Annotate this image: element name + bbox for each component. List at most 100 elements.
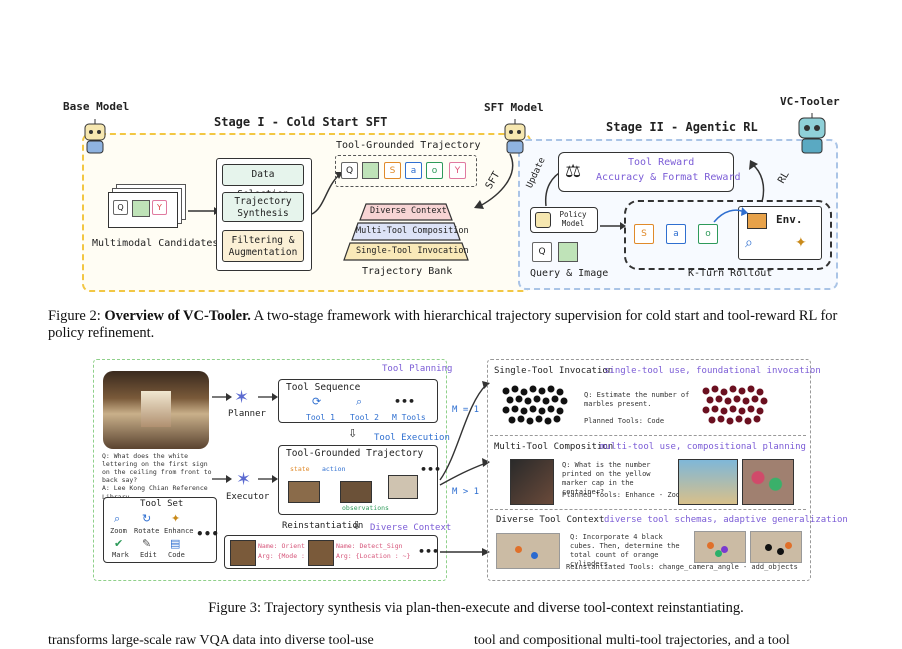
rollout-token-a: a xyxy=(666,224,686,244)
base-model-robot-icon xyxy=(80,118,110,156)
filtering-augmentation-box: Filtering & Augmentation xyxy=(222,230,304,262)
state-label: state xyxy=(290,465,310,473)
toolbox-icon xyxy=(747,213,767,229)
fig3-question: Q: What does the white lettering on the … xyxy=(102,452,212,484)
edit-icon: ✎ xyxy=(142,537,152,550)
base-model-label: Base Model xyxy=(63,100,130,113)
figure-3-caption: Figure 3: Trajectory synthesis via plan-… xyxy=(208,600,744,616)
fig3-trajectory-label: Tool-Grounded Trajectory xyxy=(286,448,424,459)
single-planned-tools: Planned Tools: Code xyxy=(584,417,665,425)
policy-robot-icon xyxy=(535,212,551,228)
multi-image-2 xyxy=(678,459,738,505)
traj-token-y: Y xyxy=(449,162,466,179)
executor-label: Executor xyxy=(226,492,270,502)
sequence-ellipsis: ••• xyxy=(394,395,416,408)
multi-question: Q: What is the number printed on the yel… xyxy=(562,461,651,496)
diverse-image-2 xyxy=(694,531,746,563)
multimodal-candidates-label: Multimodal Candidates xyxy=(92,238,219,249)
tool2-icon: ⌕ xyxy=(356,395,363,408)
divider-1 xyxy=(490,435,806,436)
tool-planning-label: Tool Planning xyxy=(382,364,453,374)
tool-grounded-trajectory-label: Tool-Grounded Trajectory xyxy=(336,140,481,151)
rollout-token-o: o xyxy=(698,224,718,244)
traj-image-icon xyxy=(362,162,379,179)
reinst-name-1: Name: Orient xyxy=(258,542,305,550)
multi-planned-tools: Planned Tools: Enhance - Zoom xyxy=(562,491,685,499)
toolset-enhance: Enhance xyxy=(164,527,194,535)
toolset-more: ••• xyxy=(196,527,220,541)
body-text-right: tool and compositional multi-tool trajec… xyxy=(474,633,790,648)
traj-token-s: S xyxy=(384,162,401,179)
action-image xyxy=(340,481,372,503)
trajectory-ellipsis: ••• xyxy=(420,463,442,476)
toolset-code: Code xyxy=(168,551,185,559)
diverse-image-3 xyxy=(750,531,802,563)
bank-level-single: Single-Tool Invocation xyxy=(356,246,469,256)
magnifier-icon: ⌕ xyxy=(745,235,753,251)
tool1-label: Tool 1 xyxy=(306,413,335,422)
reinst-ellipsis: ••• xyxy=(418,545,440,558)
vc-tooler-robot-icon xyxy=(794,112,830,156)
observations-label: observations xyxy=(342,504,389,512)
stage1-title: Stage I - Cold Start SFT xyxy=(214,115,388,129)
figure-3: Q: What does the white lettering on the … xyxy=(0,355,902,590)
down-arrow-2: ⇩ xyxy=(352,519,362,532)
rollout-token-s: S xyxy=(634,224,654,244)
sft-model-robot-icon xyxy=(500,118,530,156)
tool1-icon: ⟳ xyxy=(312,395,322,408)
traj-token-a: a xyxy=(405,162,422,179)
tool-execution-label: Tool Execution xyxy=(374,433,450,443)
reward-detail-label: Accuracy & Format Reward xyxy=(596,172,741,183)
single-title: Single-Tool Invocation xyxy=(494,366,614,376)
reinst-arg-1: Arg: {Mode : ~} xyxy=(258,552,317,560)
trajectory-synthesis-box: Trajectory Synthesis xyxy=(222,192,304,222)
bank-level-multi: Multi-Tool Composition xyxy=(356,226,469,236)
tool-set-label: Tool Set xyxy=(140,499,184,509)
vc-tooler-label: VC-Tooler xyxy=(780,95,840,108)
reinst-name-2: Name: Detect_Sign xyxy=(336,542,403,550)
body-text-left: transforms large-scale raw VQA data into… xyxy=(48,633,374,648)
state-image xyxy=(288,481,320,503)
figure-2: Base Model SFT Model VC-Tooler Stage I -… xyxy=(0,0,902,300)
planner-icon: ✶ xyxy=(234,387,250,408)
m-tools-label: M Tools xyxy=(392,413,426,422)
code-icon: ▤ xyxy=(170,537,181,550)
zoom-icon: ⌕ xyxy=(114,512,121,525)
single-tag: single-tool use, foundational invocation xyxy=(604,366,821,376)
enhance-icon: ✦ xyxy=(171,512,181,525)
env-box: ⌕ ✦ xyxy=(738,206,822,260)
diverse-reinstantiated-tools: Reinstantiated Tools: change_camera_angl… xyxy=(566,563,798,571)
observation-image xyxy=(388,475,418,499)
toolset-zoom: Zoom xyxy=(110,527,127,535)
rotate-icon: ↻ xyxy=(142,512,152,525)
divider-2 xyxy=(490,509,806,510)
m-gt-1-label: M > 1 xyxy=(452,487,480,497)
fig3-right-panel xyxy=(487,359,811,581)
action-label: action xyxy=(322,465,346,473)
tool-reward-box: ⚖ xyxy=(558,152,734,192)
multi-image-3 xyxy=(742,459,794,505)
query-image-label: Query & Image xyxy=(530,268,609,279)
toolset-rotate: Rotate xyxy=(134,527,160,535)
image-icon xyxy=(132,200,150,217)
mark-icon: ✔ xyxy=(114,537,124,550)
stage2-title: Stage II - Agentic RL xyxy=(606,120,758,134)
query-image-icon xyxy=(558,242,578,262)
diverse-tag: diverse tool schemas, adaptive generaliz… xyxy=(604,515,848,525)
tool-sequence-label: Tool Sequence xyxy=(286,382,361,393)
env-label: Env. xyxy=(776,213,803,226)
toolset-edit: Edit xyxy=(140,551,157,559)
diverse-context-label: Diverse Context xyxy=(370,523,452,533)
reinst-image-1 xyxy=(230,540,256,566)
rollout-region xyxy=(624,200,832,270)
diverse-image-1 xyxy=(496,533,560,569)
down-arrow-1: ⇩ xyxy=(348,427,358,440)
diverse-question: Q: Incorporate 4 black cubes. Then, dete… xyxy=(570,533,680,568)
reinst-arg-2: Arg: {Location : ~} xyxy=(336,552,411,560)
tool-set-box xyxy=(103,497,217,563)
wand-icon: ✦ xyxy=(795,235,807,251)
policy-model-box: Policy Model xyxy=(530,207,598,233)
executor-icon: ✶ xyxy=(236,469,252,490)
tool-sequence-box xyxy=(278,379,438,423)
marbles-black xyxy=(500,385,572,429)
